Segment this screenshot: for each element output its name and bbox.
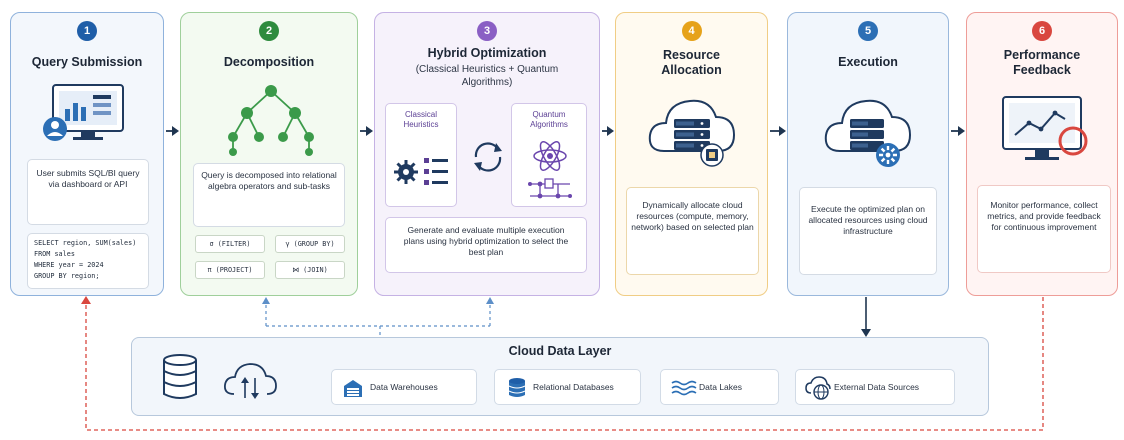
stage-title: Decomposition (223, 55, 315, 69)
stage-execution: 5 Execution Execute the optimized plan o… (787, 12, 949, 296)
feedback-loop-line (85, 297, 1044, 431)
warehouse-icon (344, 380, 362, 397)
source-label: Relational Databases (533, 382, 614, 392)
source-data-warehouses: Data Warehouses (331, 369, 477, 405)
stage-subtitle: (Classical Heuristics + Quantum Algorith… (415, 64, 559, 88)
atom-circuit-icon (528, 141, 572, 199)
flow-arrows (166, 126, 965, 136)
classical-label: Classical Heuristics (403, 110, 439, 129)
source-label: External Data Sources (834, 382, 920, 392)
stage-decomposition: 2 Decomposition Query is decomposed into… (180, 12, 358, 296)
refresh-cycle-icon (474, 142, 502, 172)
operator-filter: σ (FILTER) (195, 235, 265, 253)
sql-query-code: SELECT region, SUM(sales) FROM sales WHE… (27, 233, 149, 289)
query-tree-icon (228, 85, 314, 156)
source-external-data: External Data Sources (795, 369, 955, 405)
quantum-label: Quantum Algorithms (530, 110, 568, 129)
stage-number-badge: 6 (1032, 21, 1052, 41)
stage-query-submission: 1 Query Submission User submits SQL/BI q… (10, 12, 164, 296)
cloud-execution-icon (824, 99, 912, 167)
gear-checklist-icon (394, 158, 448, 185)
stage-number-badge: 3 (477, 21, 497, 41)
stage-title: Query Submission (31, 55, 143, 69)
operator-group-by: γ (GROUP BY) (275, 235, 345, 253)
source-label: Data Warehouses (370, 382, 438, 392)
feedback-arrowhead (81, 296, 91, 304)
database-icon (508, 378, 526, 397)
stage-number-badge: 5 (858, 21, 878, 41)
stage-description: Monitor performance, collect metrics, an… (977, 185, 1111, 273)
cloud-server-icon (648, 99, 736, 167)
cloud-layer-title: Cloud Data Layer (508, 344, 612, 358)
waves-icon (671, 380, 697, 396)
stage-performance-feedback: 6 Performance Feedback Monitor performan… (966, 12, 1118, 296)
stage-description: Dynamically allocate cloud resources (co… (626, 187, 759, 275)
stage-title: Hybrid Optimization (427, 46, 547, 60)
operator-join: ⋈ (JOIN) (275, 261, 345, 279)
stage-number-badge: 4 (681, 21, 702, 41)
stage-description: Query is decomposed into relational alge… (193, 163, 345, 227)
stage-title: Resource Allocation (661, 48, 722, 77)
cloud-data-layer: Cloud Data Layer Data Warehouses Relatio… (131, 337, 989, 416)
stage-description: Execute the optimized plan on allocated … (799, 187, 937, 275)
database-stack-icon (163, 354, 197, 399)
cloud-sync-icon (224, 363, 277, 399)
execution-to-data-arrow (861, 329, 871, 337)
dashboard-monitor-icon (43, 84, 124, 141)
data-access-line (265, 300, 491, 337)
source-relational-databases: Relational Databases (494, 369, 641, 405)
performance-monitor-icon (1002, 96, 1088, 160)
cloud-globe-icon (805, 376, 831, 400)
source-label: Data Lakes (699, 382, 742, 392)
stage-number-badge: 2 (259, 21, 279, 41)
source-data-lakes: Data Lakes (660, 369, 779, 405)
classical-heuristics-panel: Classical Heuristics (385, 103, 457, 207)
quantum-algorithms-panel: Quantum Algorithms (511, 103, 587, 207)
stage-resource-allocation: 4 Resource Allocation Dynamically alloca… (615, 12, 768, 296)
stage-description: Generate and evaluate multiple execution… (385, 217, 587, 273)
stage-title: Performance Feedback (1003, 48, 1081, 77)
stage-title: Execution (838, 55, 898, 69)
stage-hybrid-optimization: 3 Hybrid Optimization (Classical Heurist… (374, 12, 600, 296)
operator-project: π (PROJECT) (195, 261, 265, 279)
stage-description: User submits SQL/BI query via dashboard … (27, 159, 149, 225)
stage-number-badge: 1 (77, 21, 97, 41)
